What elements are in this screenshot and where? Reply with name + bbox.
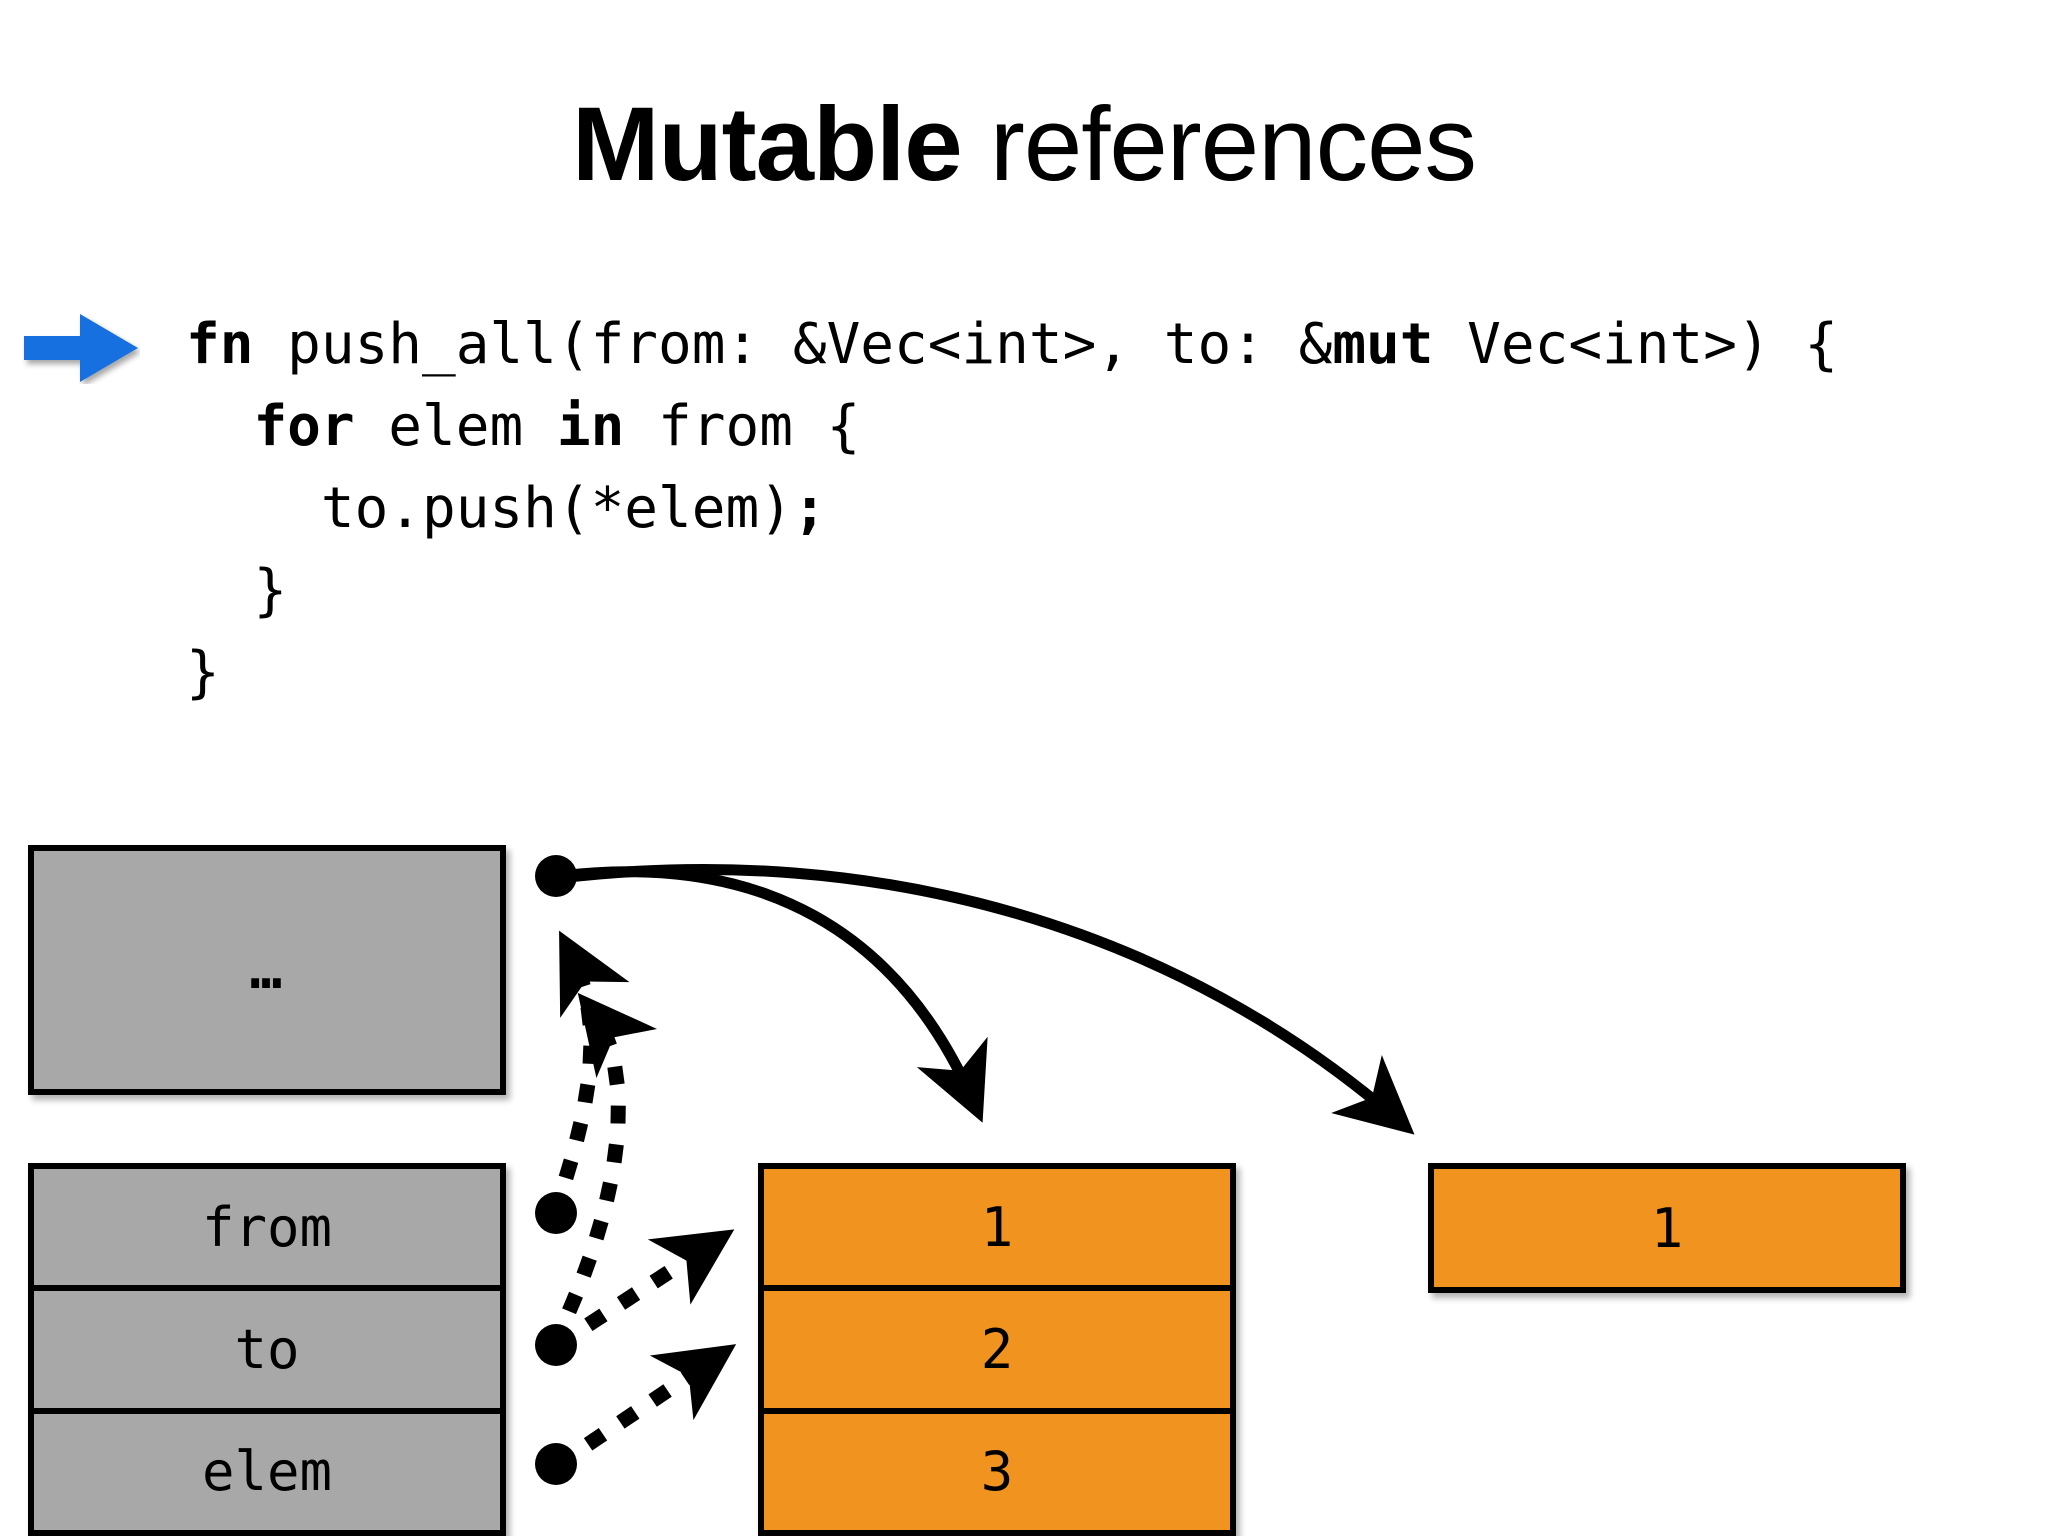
code-token-5-1: } [186, 640, 220, 705]
right-arrow-icon [24, 314, 138, 382]
pointer-from-to-heap [546, 930, 630, 1218]
vector-to-box: 1 [1428, 1163, 1906, 1293]
code-token-3-1: to.push(*elem) [320, 476, 793, 541]
pointer-origin-dot-heap [535, 855, 577, 897]
code-token-3-2: ; [792, 476, 827, 541]
code-token-1-1: fn [186, 312, 254, 377]
code-line-1: fn push_all(from: &Vec<int>, to: &mut Ve… [186, 304, 1838, 386]
vector-to-cell-0: 1 [1650, 1196, 1684, 1260]
vector-from-cell-0: 1 [980, 1195, 1014, 1259]
heap-ellipsis-cell: … [34, 851, 500, 1089]
heap-region-ellipsis-box: … [28, 845, 506, 1095]
code-token-2-4: from { [624, 394, 861, 459]
code-indent [186, 558, 253, 623]
code-token-2-3: in [556, 394, 625, 459]
code-token-4-1: } [253, 558, 288, 623]
code-line-4: } [186, 550, 1838, 632]
page-title-emphasis: Mutable [572, 86, 963, 203]
pointer-to-to-heap [546, 992, 658, 1350]
code-line-2: for elem in from { [186, 386, 1838, 468]
code-token-2-1: for [253, 394, 355, 459]
pointer-elem-to-vector-from [551, 1344, 737, 1473]
page-title: Mutable references [0, 88, 2048, 201]
pointer-origin-dot-to [535, 1324, 577, 1366]
pointer-heap-to-vector-to [559, 863, 1415, 1135]
code-token-2-2: elem [354, 394, 557, 459]
pointer-to-to-vector-from [551, 1229, 735, 1353]
code-token-1-2: push_all(from: &Vec<int>, to: & [253, 312, 1333, 377]
code-line-3: to.push(*elem); [186, 468, 1838, 550]
vector-from-box: 1 2 3 [758, 1163, 1236, 1536]
stack-slot-elem: elem [34, 1407, 500, 1530]
stack-slot-from: from [201, 1195, 333, 1259]
code-token-1-3: mut [1332, 312, 1434, 377]
code-line-5: } [186, 632, 1838, 714]
pointer-origin-dot-from [535, 1192, 577, 1234]
code-token-1-4: Vec<int>) { [1433, 312, 1839, 377]
code-block: fn push_all(from: &Vec<int>, to: &mut Ve… [186, 304, 1838, 714]
code-indent [186, 476, 321, 541]
heap-ellipsis-label: … [249, 937, 285, 1001]
page-title-rest: references [961, 86, 1477, 203]
code-indent [186, 394, 253, 459]
vector-from-cell-1: 2 [764, 1285, 1230, 1407]
pointer-origin-dot-elem [535, 1443, 577, 1485]
stack-slot-to: to [34, 1285, 500, 1407]
vector-from-cell-2: 3 [764, 1407, 1230, 1530]
pointer-heap-to-vector-from [559, 866, 988, 1123]
stack-frame-box: from to elem [28, 1163, 506, 1536]
